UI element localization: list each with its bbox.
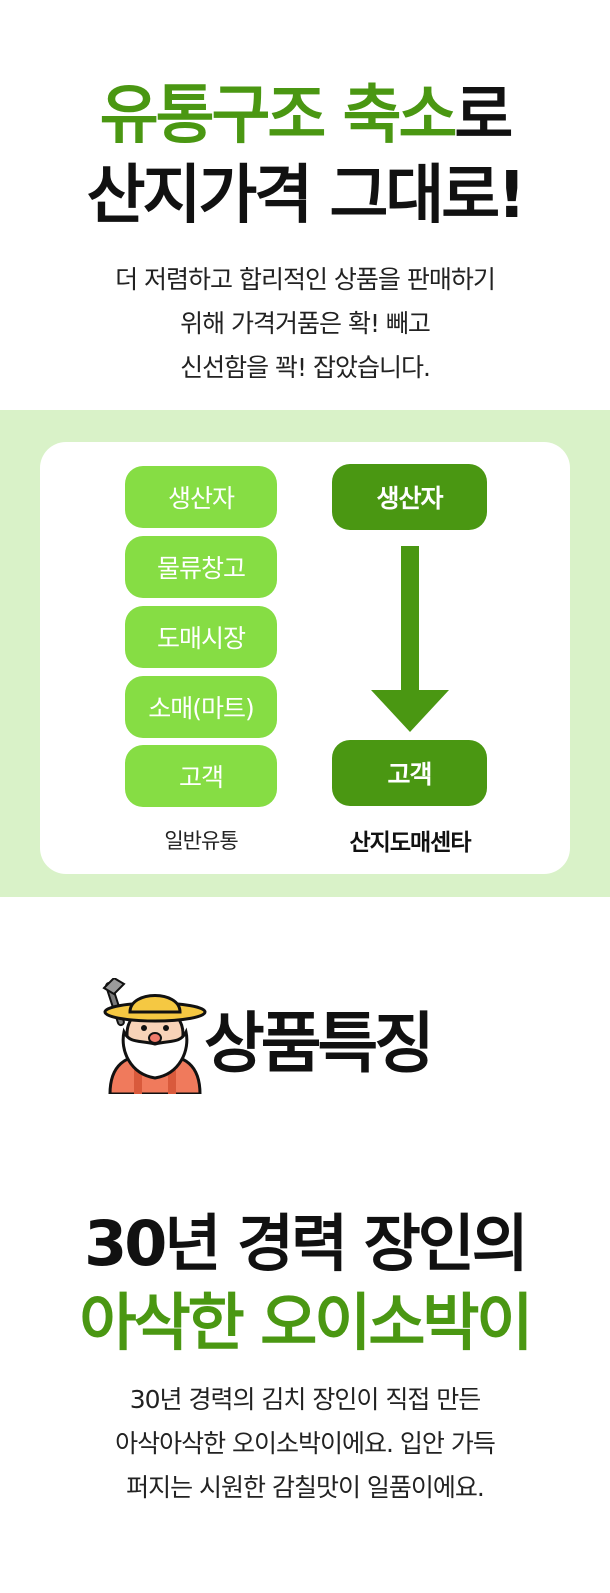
hero-title-suffix: 로 [454, 79, 513, 153]
distribution-card: 생산자 물류창고 도매시장 소매(마트) 고객 일반유통 생산자 고객 산지도매… [40, 442, 570, 874]
general-step-warehouse: 물류창고 [125, 536, 277, 598]
farmer-mascot-icon [102, 978, 207, 1094]
hero-title-line1: 유통구조 축소로 [0, 78, 610, 154]
general-caption: 일반유통 [164, 829, 238, 853]
product-description-line: 30년 경력의 김치 장인이 직접 만든 [129, 1385, 482, 1414]
product-title-line1: 30년 경력 장인의 [84, 1207, 529, 1280]
hero-description-line: 신선함을 꽉! 잡았습니다. [180, 353, 431, 382]
hero-description-line: 더 저렴하고 합리적인 상품을 판매하기 [115, 265, 496, 294]
product-description-line: 퍼지는 시원한 감칠맛이 일품이에요. [126, 1473, 485, 1502]
down-arrow-icon [371, 546, 449, 732]
general-step-producer: 생산자 [125, 466, 277, 528]
general-step-wholesale: 도매시장 [125, 606, 277, 668]
hero-title-line2: 산지가격 그대로! [86, 159, 527, 233]
distribution-band: 생산자 물류창고 도매시장 소매(마트) 고객 일반유통 생산자 고객 산지도매… [0, 410, 610, 897]
direct-caption: 산지도매센타 [349, 830, 472, 856]
direct-step-producer: 생산자 [332, 464, 487, 530]
general-step-retail: 소매(마트) [125, 676, 277, 738]
features-title: 상품특징 [204, 1005, 435, 1082]
product-description-line: 아삭아삭한 오이소박이에요. 입안 가득 [115, 1429, 496, 1458]
general-step-customer: 고객 [125, 745, 277, 807]
product-title-line2: 아삭한 오이소박이 [79, 1286, 534, 1359]
product-description: 30년 경력의 김치 장인이 직접 만든 아삭아삭한 오이소박이에요. 입안 가… [0, 1378, 610, 1510]
hero-description: 더 저렴하고 합리적인 상품을 판매하기 위해 가격거품은 확! 빼고 신선함을… [0, 258, 610, 390]
hero-title-green: 유통구조 축소 [99, 79, 458, 153]
hero-description-line: 위해 가격거품은 확! 빼고 [180, 309, 431, 338]
direct-step-customer: 고객 [332, 740, 487, 806]
